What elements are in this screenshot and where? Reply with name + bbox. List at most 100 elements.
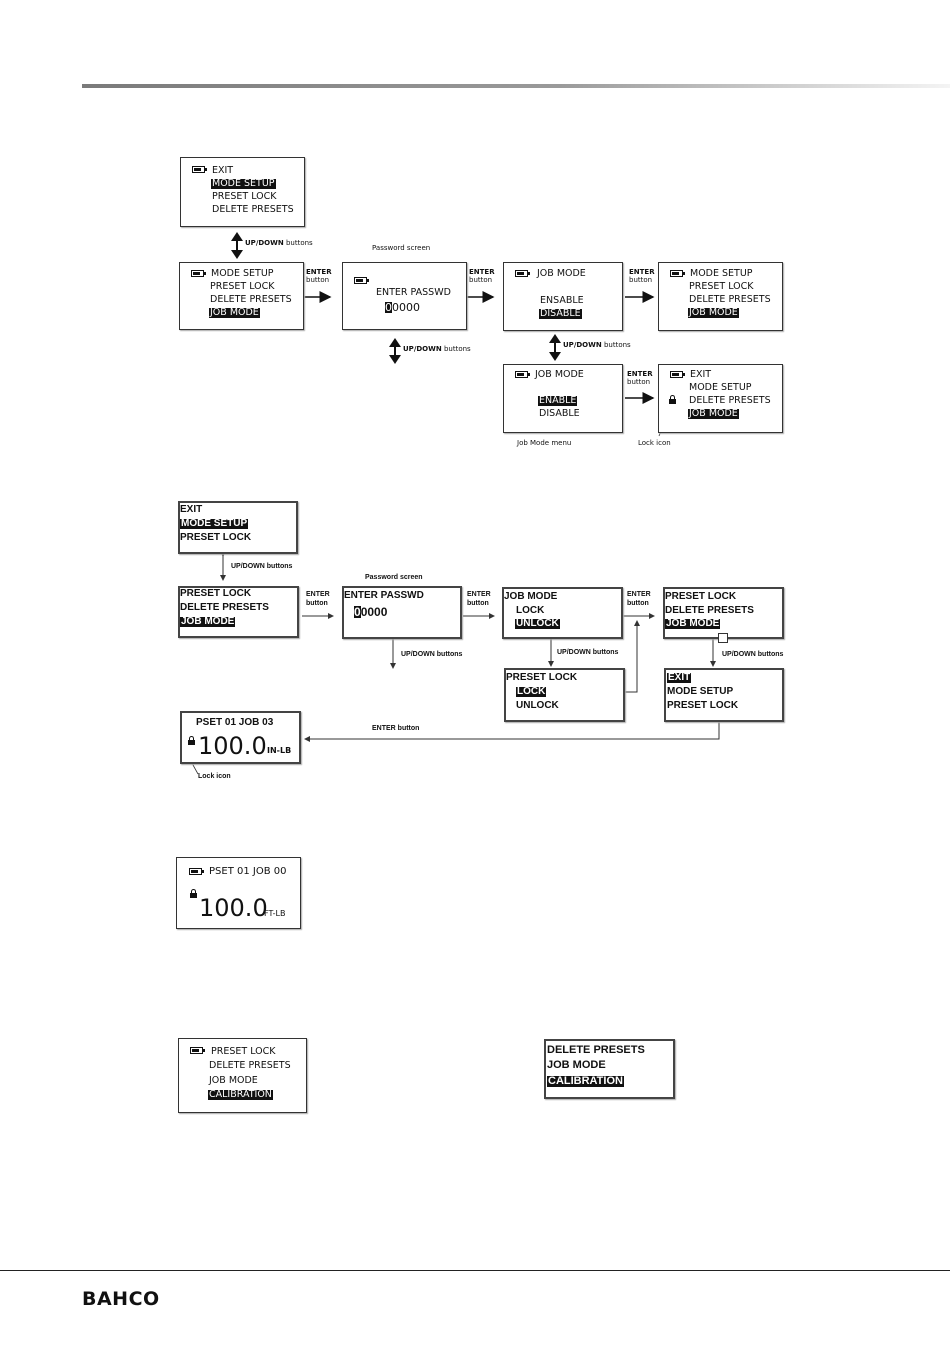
updown-label: UP/DOWN buttons [231, 563, 293, 570]
menu-item: MODE SETUP [690, 268, 753, 279]
menu-item: EXIT [180, 504, 203, 515]
option-enable-selected: ENABLE [538, 395, 578, 406]
menu-item: DELETE PRESETS [689, 395, 771, 406]
battery-icon [190, 1047, 205, 1054]
menu-screen-2: MODE SETUP PRESET LOCK DELETE PRESETS JO… [179, 262, 304, 330]
torque-display-screen: PSET 01 JOB 03 100.0 IN-LB [180, 711, 301, 764]
password-prompt: ENTER PASSWD [344, 590, 424, 601]
header-rule [82, 84, 950, 88]
battery-icon [354, 277, 369, 284]
lock-icon [190, 889, 197, 898]
battery-icon [515, 371, 530, 378]
menu-screen-4: PRESET LOCK DELETE PRESETS JOB MODE [663, 587, 784, 639]
battery-icon [670, 371, 685, 378]
torque-value: 100.0 [199, 894, 268, 922]
display-header: PSET 01 JOB 03 [196, 717, 274, 728]
torque-unit: FT-LB [264, 909, 286, 918]
menu-item: PRESET LOCK [667, 700, 739, 711]
footer-rule [0, 1270, 950, 1271]
display-header: PSET 01 JOB 00 [209, 866, 287, 877]
up-arrow-head [549, 334, 561, 343]
menu-item: PRESET LOCK [689, 281, 754, 292]
menu-item-selected: JOB MODE [688, 408, 739, 419]
brand-logo: BAHCO [82, 1288, 160, 1310]
menu-item: DELETE PRESETS [180, 602, 269, 613]
lock-icon-small [718, 633, 728, 643]
screen-title: JOB MODE [535, 369, 584, 380]
enter-back-arrow [304, 722, 720, 742]
password-digits: 00000 [385, 301, 420, 314]
menu-item-selected: CALIBRATION [208, 1089, 273, 1100]
updown-label: UP/DOWN buttons [401, 651, 463, 658]
menu-item: MODE SETUP [211, 268, 274, 279]
up-arrow-head [231, 232, 243, 241]
battery-icon [191, 270, 206, 277]
menu-screen-1: EXIT MODE SETUP PRESET LOCK DELETE PRESE… [180, 157, 305, 227]
job-mode-menu-label: Job Mode menu [517, 439, 572, 447]
option-unlock: UNLOCK [516, 700, 559, 711]
menu-item-selected: JOB MODE [180, 616, 236, 627]
menu-item: PRESET LOCK [180, 588, 252, 599]
menu-screen-4: MODE SETUP PRESET LOCK DELETE PRESETS JO… [658, 262, 783, 331]
menu-item: MODE SETUP [689, 382, 752, 393]
password-screen: ENTER PASSWD 00000 [342, 586, 462, 639]
job-mode-screen-1: JOB MODE ENSABLE DISABLE [503, 262, 623, 331]
menu-screen-1: EXIT MODE SETUP PRESET LOCK [178, 501, 298, 554]
menu-item: PRESET LOCK [665, 591, 737, 602]
menu-screen-2: PRESET LOCK DELETE PRESETS JOB MODE [178, 586, 299, 638]
torque-display-screen-ft: PSET 01 JOB 00 100.0 FT-LB [176, 857, 301, 929]
lock-icon [669, 395, 676, 404]
torque-unit: IN-LB [267, 746, 292, 755]
menu-item: DELETE PRESETS [547, 1044, 645, 1056]
return-arrow [623, 620, 640, 693]
menu-item: JOB MODE [547, 1059, 606, 1071]
lock-icon [188, 736, 195, 745]
option-disable-selected: DISABLE [539, 308, 582, 319]
password-prompt: ENTER PASSWD [376, 287, 451, 298]
menu-item: DELETE PRESETS [209, 1060, 291, 1071]
menu-item-selected: JOB MODE [665, 618, 721, 629]
menu-item-selected: MODE SETUP [180, 518, 249, 529]
down-arrow-head [231, 250, 243, 259]
battery-icon [192, 166, 207, 173]
menu-item-selected: EXIT [667, 672, 692, 683]
battery-icon [189, 868, 204, 875]
option-disable: DISABLE [539, 408, 580, 419]
menu-item: DELETE PRESETS [212, 204, 294, 215]
down-arrow-head [549, 352, 561, 361]
menu-screen-6: EXIT MODE SETUP DELETE PRESETS JOB MODE [658, 364, 783, 433]
menu-screen-6: EXIT MODE SETUP PRESET LOCK [664, 668, 784, 722]
battery-icon [515, 270, 530, 277]
password-digits: 00000 [354, 605, 388, 619]
menu-item: EXIT [212, 165, 234, 176]
up-arrow-head [389, 338, 401, 347]
option-lock: LOCK [516, 605, 545, 616]
option-enable: ENSABLE [540, 295, 584, 306]
menu-screen-calibration-bold: DELETE PRESETS JOB MODE CALIBRATION [544, 1039, 675, 1099]
option-unlock-selected: UNLOCK [515, 618, 560, 629]
menu-item-selected: MODE SETUP [211, 178, 276, 189]
screen-title: JOB MODE [504, 591, 558, 602]
torque-value: 100.0 [198, 732, 267, 760]
job-mode-screen-2: JOB MODE ENABLE DISABLE [503, 364, 623, 433]
menu-item: PRESET LOCK [211, 1046, 276, 1057]
menu-screen-calibration: PRESET LOCK DELETE PRESETS JOB MODE CALI… [178, 1038, 307, 1113]
menu-item: MODE SETUP [667, 686, 734, 697]
battery-icon [670, 270, 685, 277]
menu-item: DELETE PRESETS [689, 294, 771, 305]
menu-item: PRESET LOCK [180, 532, 252, 543]
menu-item: DELETE PRESETS [210, 294, 292, 305]
password-screen: ENTER PASSWD 00000 [342, 262, 467, 330]
enter-button-label: ENTER button [372, 725, 420, 732]
preset-lock-screen: PRESET LOCK LOCK UNLOCK [504, 668, 625, 722]
down-arrow-head [389, 355, 401, 364]
password-screen-label: Password screen [372, 244, 431, 252]
menu-item-selected: CALIBRATION [547, 1075, 624, 1087]
arrows-diagram-2 [189, 551, 720, 775]
